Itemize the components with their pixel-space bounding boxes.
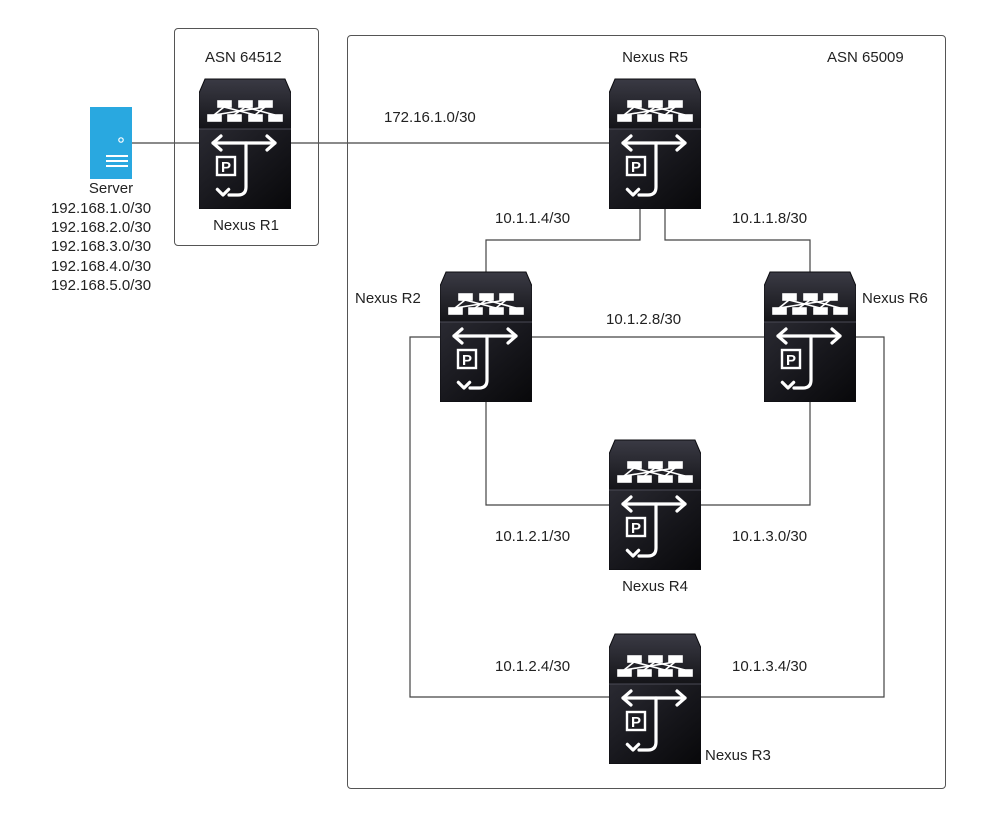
server-network-3: 192.168.3.0/30 xyxy=(50,238,152,255)
router-r1-label: Nexus R1 xyxy=(213,217,279,234)
asn-64512-label: ASN 64512 xyxy=(205,49,282,66)
router-r5-icon: P xyxy=(608,77,702,210)
router-r3-label: Nexus R3 xyxy=(705,747,771,764)
router-r2-label: Nexus R2 xyxy=(355,290,421,307)
link-label-r5-r6: 10.1.1.8/30 xyxy=(732,210,808,227)
asn-65009-label: ASN 65009 xyxy=(827,49,904,66)
server-icon xyxy=(90,107,132,179)
svg-text:P: P xyxy=(786,352,796,369)
link-r6-r3 xyxy=(700,336,885,698)
svg-text:P: P xyxy=(631,714,641,731)
router-r1-icon: P xyxy=(198,77,292,210)
server-network-5: 192.168.5.0/30 xyxy=(50,277,152,294)
router-r4-label: Nexus R4 xyxy=(622,578,688,595)
link-r5-r2 xyxy=(485,207,641,272)
link-label-r2-r4: 10.1.2.1/30 xyxy=(495,528,571,545)
asn-65009-box xyxy=(347,35,946,789)
svg-text:P: P xyxy=(221,159,231,176)
link-label-r2-r3: 10.1.2.4/30 xyxy=(495,658,571,675)
link-label-r6-r4: 10.1.3.0/30 xyxy=(732,528,808,545)
server-network-2: 192.168.2.0/30 xyxy=(50,219,152,236)
svg-text:P: P xyxy=(631,520,641,537)
server-label: Server xyxy=(88,180,134,197)
router-r3-icon: P xyxy=(608,632,702,765)
router-r6-label: Nexus R6 xyxy=(862,290,928,307)
router-r2-icon: P xyxy=(439,270,533,403)
link-label-r5-r2: 10.1.1.4/30 xyxy=(495,210,571,227)
svg-text:P: P xyxy=(462,352,472,369)
link-label-r2-r6: 10.1.2.8/30 xyxy=(606,311,682,328)
server-network-1: 192.168.1.0/30 xyxy=(50,200,152,217)
link-r6-r4 xyxy=(700,402,811,506)
asn-64512-box xyxy=(174,28,319,246)
server-network-4: 192.168.4.0/30 xyxy=(50,258,152,275)
link-r5-r6 xyxy=(664,207,811,272)
router-r4-icon: P xyxy=(608,438,702,571)
link-r2-r4 xyxy=(485,402,610,506)
svg-text:P: P xyxy=(631,159,641,176)
link-label-r1-r5: 172.16.1.0/30 xyxy=(384,109,476,126)
link-r2-r3 xyxy=(409,336,610,698)
link-label-r6-r3: 10.1.3.4/30 xyxy=(732,658,808,675)
router-r5-label: Nexus R5 xyxy=(622,49,688,66)
router-r6-icon: P xyxy=(763,270,857,403)
